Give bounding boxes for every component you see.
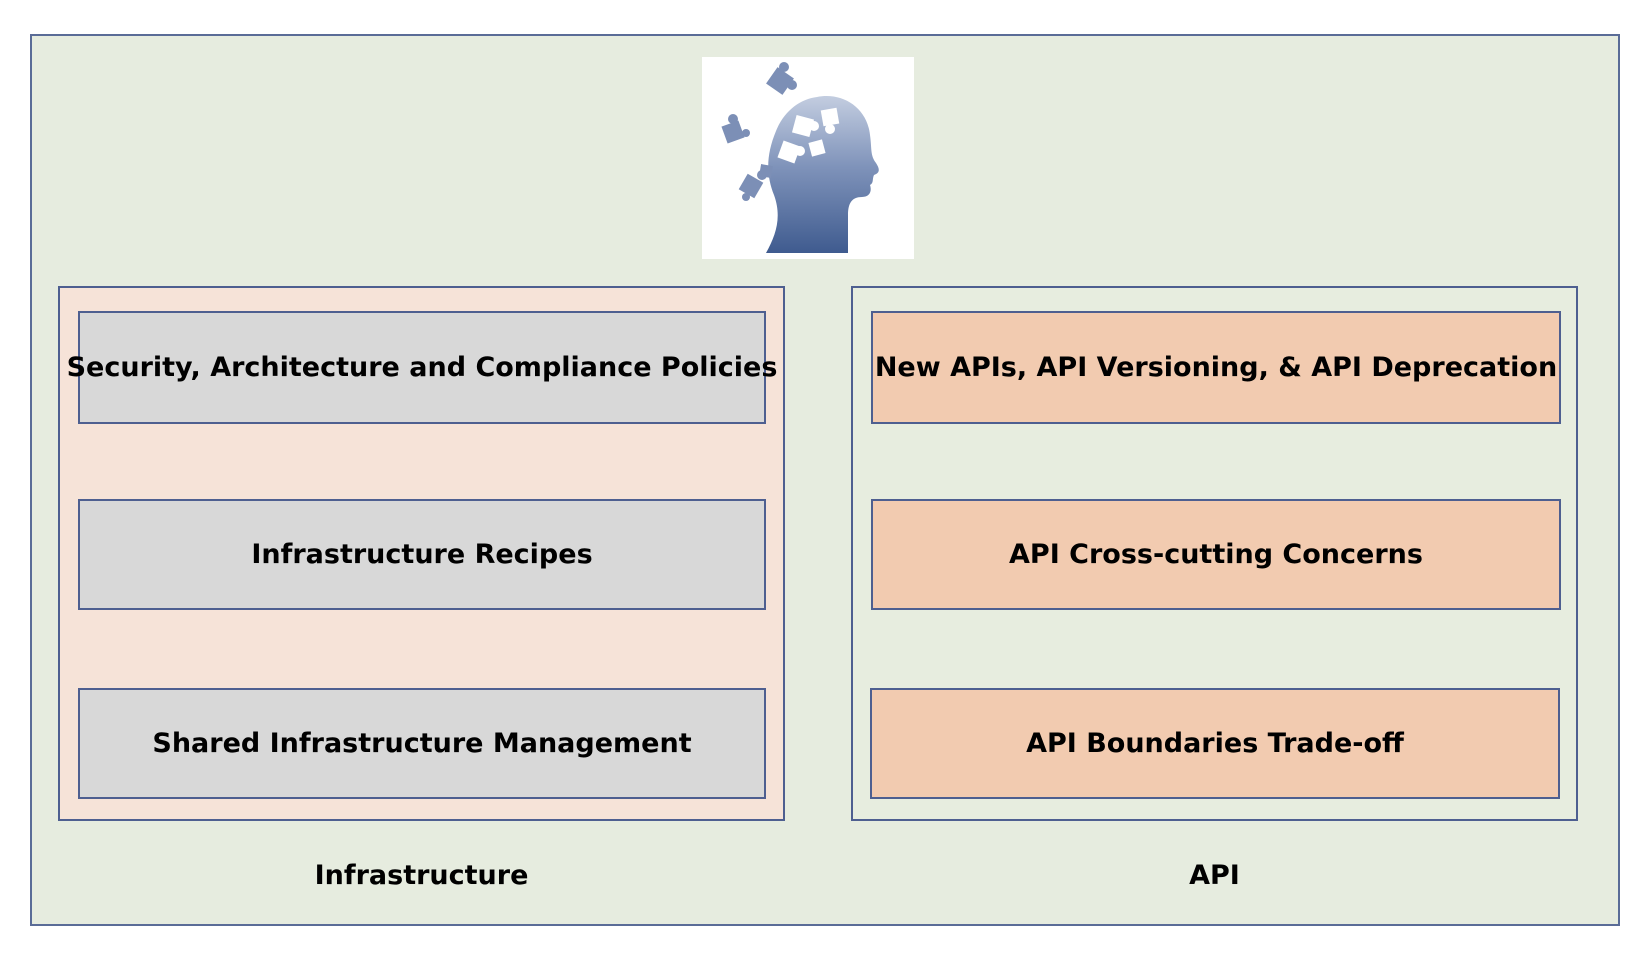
infrastructure-item-security-policies: Security, Architecture and Compliance Po… xyxy=(67,311,777,424)
api-caption: API xyxy=(1189,860,1240,891)
infrastructure-item-shared-management: Shared Infrastructure Management xyxy=(78,688,766,799)
infrastructure-item-label: Shared Infrastructure Management xyxy=(152,728,692,759)
infrastructure-item-label: Infrastructure Recipes xyxy=(251,539,593,570)
api-item-label: API Cross-cutting Concerns xyxy=(1009,539,1423,570)
api-item-label: New APIs, API Versioning, & API Deprecat… xyxy=(874,352,1558,383)
infrastructure-caption: Infrastructure xyxy=(314,860,529,891)
api-item-boundaries: API Boundaries Trade-off xyxy=(870,688,1560,799)
api-item-versioning: New APIs, API Versioning, & API Deprecat… xyxy=(871,311,1561,424)
api-item-label: API Boundaries Trade-off xyxy=(1026,728,1404,759)
head-puzzle-icon xyxy=(702,57,914,259)
infrastructure-item-label: Security, Architecture and Compliance Po… xyxy=(66,352,778,383)
head-puzzle-icon-graphic xyxy=(721,62,879,253)
infrastructure-item-recipes: Infrastructure Recipes xyxy=(78,499,766,610)
api-item-cross-cutting: API Cross-cutting Concerns xyxy=(871,499,1561,610)
